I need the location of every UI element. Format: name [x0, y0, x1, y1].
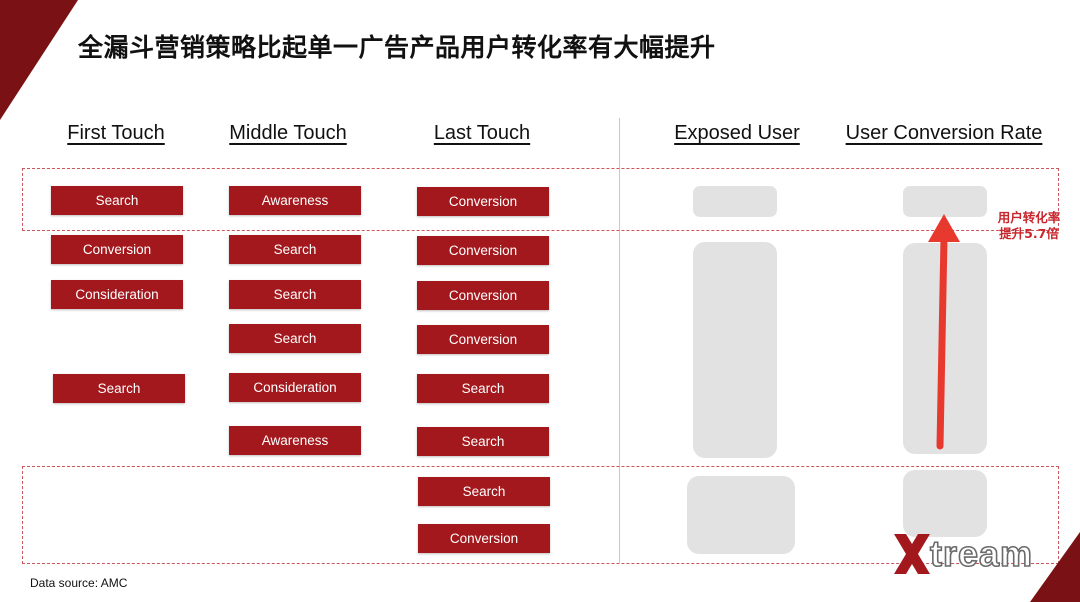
middle-touch-tag: Search: [229, 324, 361, 353]
column-divider: [619, 118, 620, 563]
single-ad-highlight-box: [22, 466, 1059, 564]
exposed-user-block-single-ad: [687, 476, 795, 554]
last-touch-tag: Search: [417, 427, 549, 456]
last-touch-tag: Conversion: [417, 187, 549, 216]
uplift-annotation-line2: 提升5.7倍: [999, 226, 1059, 241]
first-touch-tag: Search: [51, 186, 183, 215]
header-user-conversion-rate: User Conversion Rate: [845, 122, 1043, 144]
conversion-rate-block-single-ad: [903, 470, 987, 537]
last-touch-tag: Conversion: [417, 236, 549, 265]
last-touch-tag: Conversion: [418, 524, 550, 553]
middle-touch-tag: Search: [229, 280, 361, 309]
middle-touch-tag: Awareness: [229, 426, 361, 455]
last-touch-tag: Conversion: [417, 325, 549, 354]
data-source-note: Data source: AMC: [30, 576, 128, 590]
uplift-annotation: 用户转化率 提升5.7倍: [990, 210, 1068, 242]
exposed-user-block-mid: [693, 242, 777, 458]
last-touch-tag: Search: [418, 477, 550, 506]
header-first-touch: First Touch: [67, 122, 165, 144]
header-exposed-user: Exposed User: [674, 122, 800, 144]
middle-touch-tag: Search: [229, 235, 361, 264]
middle-touch-tag: Awareness: [229, 186, 361, 215]
last-touch-tag: Conversion: [417, 281, 549, 310]
first-touch-tag: Conversion: [51, 235, 183, 264]
brand-logo-text: tream: [929, 532, 1034, 575]
page-title: 全漏斗营销策略比起单一广告产品用户转化率有大幅提升: [78, 33, 716, 62]
brand-logo: tream: [892, 532, 1033, 576]
conversion-rate-block-full-funnel: [903, 186, 987, 217]
first-touch-tag: Consideration: [51, 280, 183, 309]
header-middle-touch: Middle Touch: [229, 122, 347, 144]
corner-decoration-top-left: [0, 0, 78, 120]
header-last-touch: Last Touch: [433, 122, 531, 144]
uplift-annotation-line1: 用户转化率: [997, 210, 1061, 225]
exposed-user-block-full-funnel: [693, 186, 777, 217]
last-touch-tag: Search: [417, 374, 549, 403]
middle-touch-tag: Consideration: [229, 373, 361, 402]
full-funnel-highlight-box: [22, 168, 1059, 231]
first-touch-tag: Search: [53, 374, 185, 403]
uplift-arrow-icon: [928, 214, 960, 450]
corner-decoration-bottom-right: [1030, 532, 1080, 602]
brand-x-mark-icon: [894, 534, 930, 574]
